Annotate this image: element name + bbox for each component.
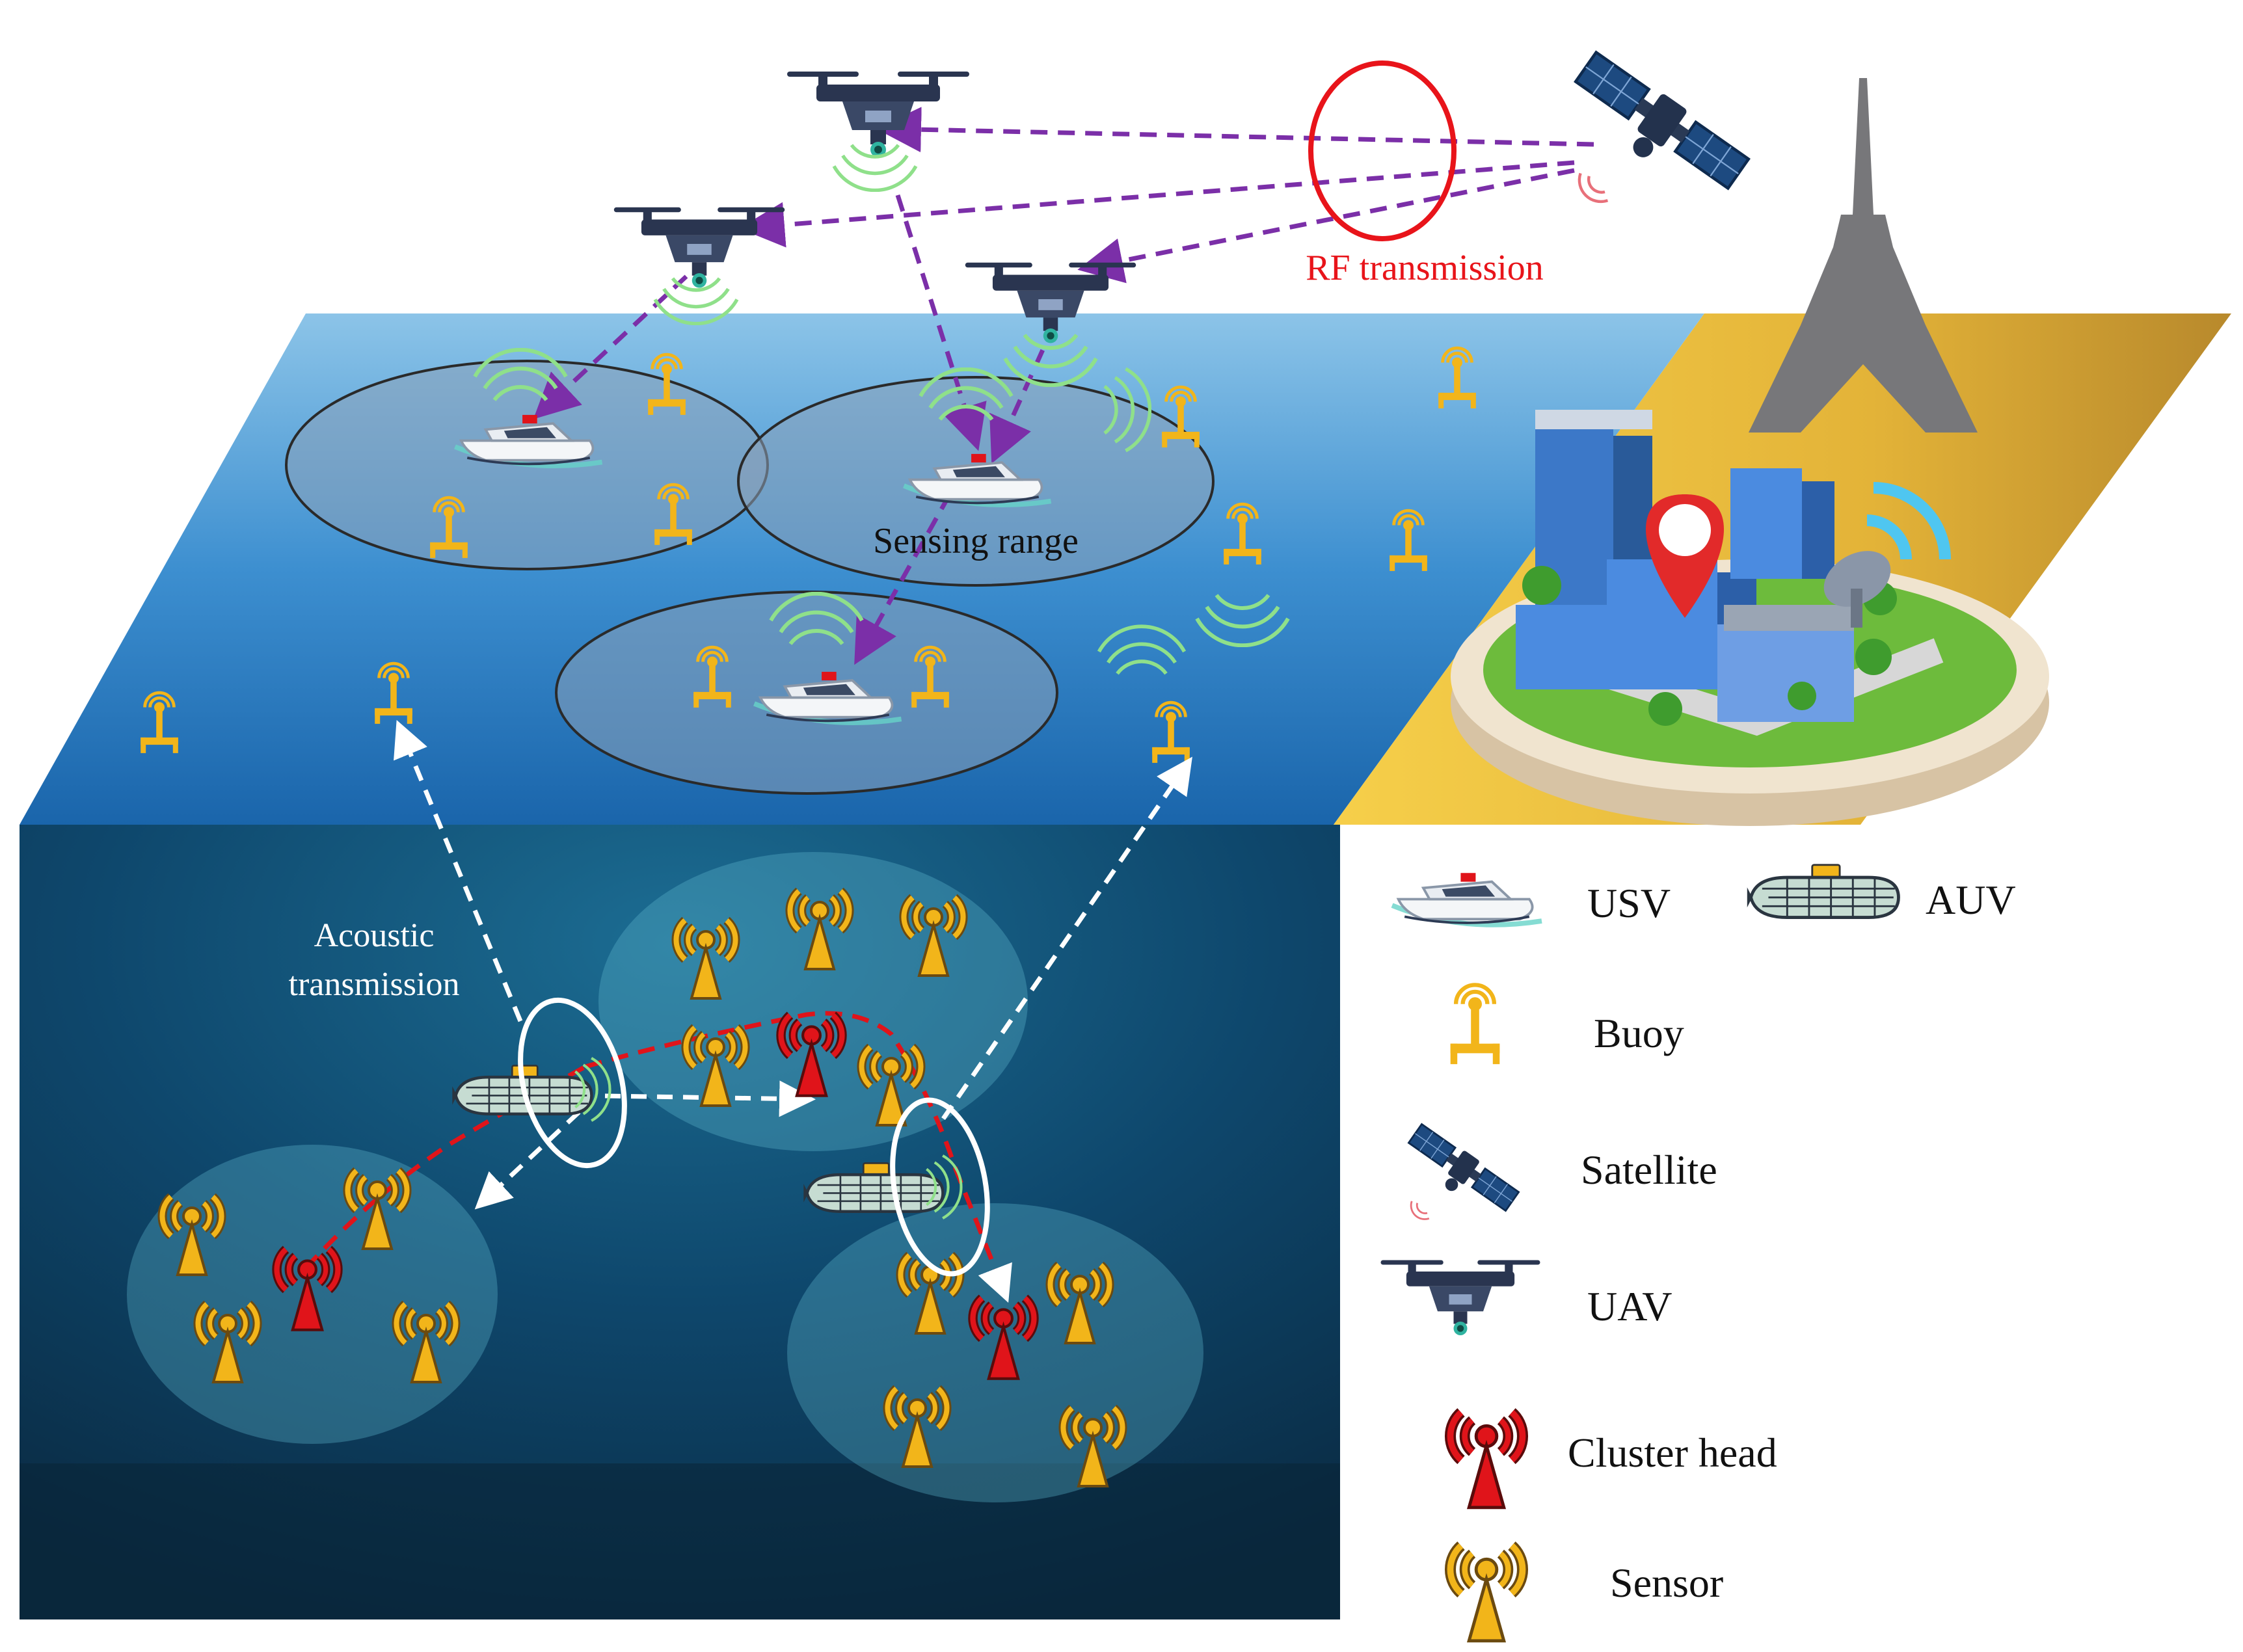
dish-icon bbox=[1823, 482, 1951, 628]
legend-buoy-label: Buoy bbox=[1594, 1010, 1684, 1056]
uav-icon bbox=[613, 207, 785, 288]
satellite-icon bbox=[1561, 48, 1751, 209]
sensor-icon bbox=[1450, 1546, 1522, 1641]
rf-transmission-label: RF transmission bbox=[1306, 248, 1544, 288]
acoustic-highlight-circle bbox=[518, 997, 627, 1169]
satellite-icon bbox=[1398, 1121, 1522, 1225]
rf-links bbox=[533, 107, 1594, 665]
legend-satellite-label: Satellite bbox=[1581, 1147, 1717, 1193]
cluster-head-icon bbox=[1450, 1413, 1522, 1508]
sensor-cluster-area bbox=[598, 852, 1028, 1151]
rf-highlight-circle bbox=[1308, 60, 1457, 241]
sensing-range-label: Sensing range bbox=[873, 521, 1079, 561]
acoustic-transmission-label: Acoustic bbox=[314, 917, 435, 954]
uav-icon bbox=[1380, 1260, 1540, 1335]
acoustic-transmission-label: transmission bbox=[289, 966, 460, 1003]
legend-usv-label: USV bbox=[1587, 880, 1671, 926]
legend-cluster-head-label: Cluster head bbox=[1568, 1430, 1777, 1476]
legend-uav-label: UAV bbox=[1587, 1283, 1672, 1329]
acoustic-highlight-circle bbox=[890, 1097, 990, 1277]
auv-icon bbox=[1747, 865, 1899, 918]
acoustic-links bbox=[394, 720, 1192, 1210]
legend-sensor-label: Sensor bbox=[1610, 1560, 1723, 1606]
uav-icon bbox=[787, 72, 969, 157]
legend: USV AUV Buoy Satellite UAV Cluster head … bbox=[1380, 865, 2016, 1641]
usv-icon bbox=[1392, 873, 1542, 925]
tower-icon bbox=[1749, 78, 1978, 433]
legend-auv-label: AUV bbox=[1926, 877, 2016, 923]
location-pin-icon bbox=[1646, 494, 1724, 618]
buoy-icon bbox=[1451, 985, 1500, 1064]
